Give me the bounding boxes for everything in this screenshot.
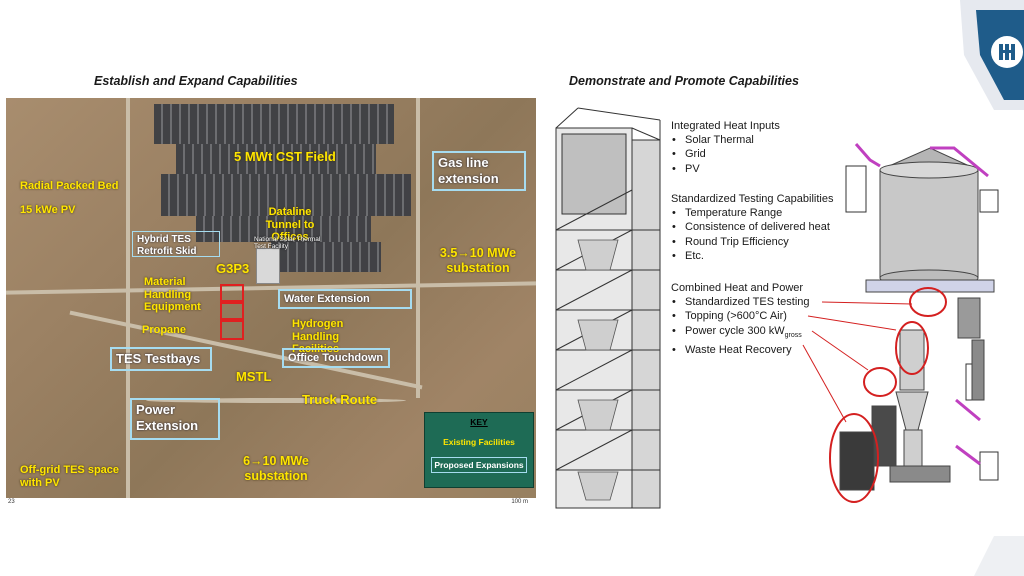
proposed-site-marker xyxy=(220,302,244,320)
scale-bar: 23 100 m xyxy=(6,498,536,508)
mstl-label: MSTL xyxy=(236,369,272,384)
heliostat-field xyxy=(196,216,371,242)
list-item: Standardized TES testing xyxy=(671,295,810,309)
map-road xyxy=(416,98,420,398)
substation-south-label: 6→10 MWe substation xyxy=(243,454,309,483)
hybrid-tes-box: Hybrid TES Retrofit Skid xyxy=(132,231,220,257)
heliostat-field xyxy=(176,144,376,174)
gas-line-box: Gas line extension xyxy=(432,151,526,191)
water-extension-box: Water Extension xyxy=(278,289,412,309)
tower-brace xyxy=(555,349,633,391)
combined-heat-power: Combined Heat and Power Standardized TES… xyxy=(671,281,810,357)
list-item: Round Trip Efficiency xyxy=(671,235,833,249)
power-cycle-subscript: gross xyxy=(784,331,802,339)
tes-system-illustration xyxy=(829,143,999,503)
list-item: Consistence of delivered heat xyxy=(671,220,833,234)
offgrid-label: Off-grid TES space with PV xyxy=(20,464,120,489)
sandia-logo-icon xyxy=(960,0,1024,110)
corner-number: 23 xyxy=(8,499,15,505)
scale-label: 100 m xyxy=(511,499,528,505)
map-road xyxy=(146,398,406,403)
g3p3-label: G3P3 xyxy=(216,261,250,276)
radial-bed-label: Radial Packed Bed xyxy=(20,180,119,192)
list-item: Waste Heat Recovery xyxy=(671,343,810,357)
pv-label: 15 kWe PV xyxy=(20,204,76,216)
power-cycle-text: Power cycle 300 kW xyxy=(685,324,785,337)
list-item: Grid xyxy=(671,147,780,161)
list-item: PV xyxy=(671,162,780,176)
tes-tower-structure-illustration xyxy=(555,107,661,509)
map-key: KEY Existing Facilities Proposed Expansi… xyxy=(424,412,534,488)
standardized-testing-title: Standardized Testing Capabilities xyxy=(671,193,834,205)
nstf-label: National Solar Thermal Test Facility xyxy=(254,236,321,251)
list-item: Temperature Range xyxy=(671,206,833,220)
list-item: Etc. xyxy=(671,249,833,263)
propane-label: Propane xyxy=(142,324,187,336)
cst-field-label: 5 MWt CST Field xyxy=(234,149,336,164)
proposed-site-marker xyxy=(220,320,244,340)
integrated-heat-title: Integrated Heat Inputs xyxy=(671,120,780,132)
key-existing: Existing Facilities xyxy=(443,437,515,447)
dataline-label: Dataline Tunnel to Offices xyxy=(265,206,315,244)
right-section-heading: Demonstrate and Promote Capabilities xyxy=(569,74,799,88)
tower-brace xyxy=(555,429,633,471)
key-title: KEY xyxy=(470,417,488,427)
key-proposed: Proposed Expansions xyxy=(431,457,527,473)
heliostat-field xyxy=(154,104,394,144)
heliostat-field xyxy=(271,242,381,272)
left-section-heading: Establish and Expand Capabilities xyxy=(94,74,298,88)
chp-title: Combined Heat and Power xyxy=(671,282,804,294)
tower-brace xyxy=(555,269,633,311)
corner-decoration xyxy=(974,536,1024,576)
map-road xyxy=(126,98,130,508)
list-item: Solar Thermal xyxy=(671,133,780,147)
integrated-heat-inputs: Integrated Heat Inputs Solar Thermal Gri… xyxy=(671,119,780,176)
standardized-testing: Standardized Testing Capabilities Temper… xyxy=(671,192,833,263)
power-extension-box: Power Extension xyxy=(130,398,220,440)
truck-route-label: Truck Route xyxy=(302,392,378,407)
tower-brace xyxy=(555,189,633,231)
list-item: Topping (>600°C Air) xyxy=(671,309,810,323)
substation-north-label: 3.5→10 MWe substation xyxy=(439,246,517,275)
material-handling-label: Material Handling Equipment xyxy=(144,276,201,314)
office-touchdown-box: Office Touchdown xyxy=(282,348,390,368)
site-aerial-map: 5 MWt CST Field Radial Packed Bed 15 kWe… xyxy=(6,98,536,508)
proposed-site-marker xyxy=(220,284,244,302)
tes-testbays-box: TES Testbays xyxy=(110,347,212,371)
heliostat-field xyxy=(161,174,411,216)
list-item: Power cycle 300 kWgross xyxy=(671,324,810,343)
solar-tower xyxy=(256,248,280,284)
